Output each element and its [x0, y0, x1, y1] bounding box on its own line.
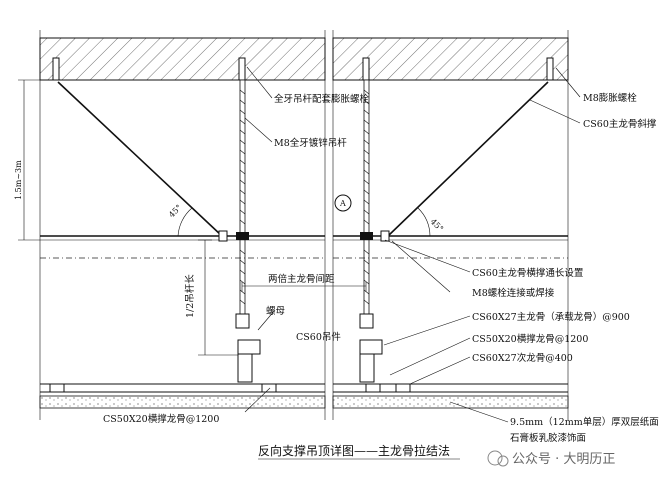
height-dimension: 1.5m~3m [14, 79, 40, 241]
label-m8-bolt-weld: M8螺栓连接或焊接 [472, 287, 555, 299]
detail-marker: A [334, 194, 352, 212]
label-gypsum-line1: 9.5mm（12mm单层）厚双层纸面 [510, 416, 659, 428]
cs60-cross-brace [40, 230, 568, 242]
half-rod-dimension: 1/2吊杆长 [184, 239, 240, 356]
angle-label-left: 45° [167, 203, 183, 219]
label-m8-rod: M8全牙镀锌吊杆 [274, 137, 347, 149]
label-m8-expansion-bolt: M8膨胀螺栓 [583, 92, 637, 104]
annotations: 全牙吊杆配套膨胀螺栓 M8全牙镀锌吊杆 M8膨胀螺栓 CS60主龙骨斜撑 CS6… [103, 92, 659, 444]
leader-lines [244, 66, 581, 423]
label-main-keel: CS60X27主龙骨（承载龙骨）@900 [472, 311, 630, 323]
title-text: 反向支撑吊顶详图——主龙骨拉结法 [258, 443, 450, 458]
label-gypsum-line2: 石膏板乳胶漆饰面 [510, 432, 586, 444]
half-rod-label: 1/2吊杆长 [184, 274, 196, 318]
concrete-slab [39, 37, 569, 81]
hanger-assemblies [235, 313, 383, 383]
watermark-text: 公众号 · 大明历正 [512, 452, 615, 467]
ceiling-keel-layer [40, 383, 568, 393]
drawing-title: 反向支撑吊顶详图——主龙骨拉结法 [258, 443, 460, 460]
diagonal-braces: 45° 45° [57, 81, 549, 237]
double-spacing-label: 两倍主龙骨间距 [268, 273, 335, 285]
label-cross-keel-right: CS50X20横撑龙骨@1200 [472, 333, 588, 345]
label-nut: 螺母 [266, 306, 285, 317]
section-frame [39, 30, 569, 420]
label-secondary-keel: CS60X27次龙骨@400 [472, 352, 573, 364]
double-spacing-dimension: 两倍主龙骨间距 [241, 273, 367, 292]
label-cs60-diagonal: CS60主龙骨斜撑 [583, 118, 657, 130]
height-dimension-label: 1.5m~3m [14, 160, 23, 200]
label-cs60-hanger: CS60吊件 [296, 331, 341, 343]
watermark: 公众号 · 大明历正 [487, 450, 615, 467]
label-cs60-cross-brace: CS60主龙骨横撑通长设置 [472, 267, 583, 279]
detail-marker-label: A [339, 199, 346, 208]
gypsum-board [39, 395, 569, 409]
label-rod-expansion-bolt: 全牙吊杆配套膨胀螺栓 [274, 93, 370, 105]
angle-label-right: 45° [429, 217, 445, 233]
label-cross-keel-left: CS50X20横撑龙骨@1200 [103, 413, 219, 425]
